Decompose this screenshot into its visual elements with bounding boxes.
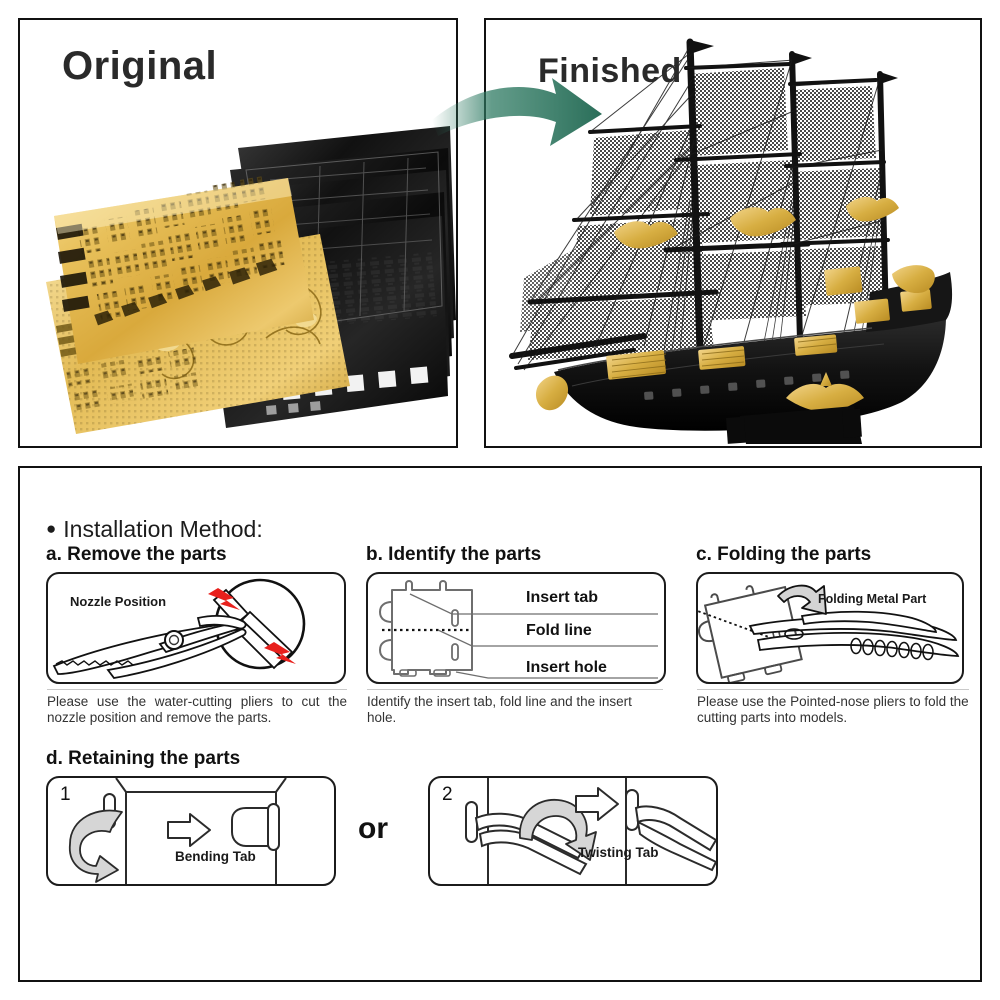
bending-tab-label: Bending Tab xyxy=(175,849,256,864)
pirate-ship-photo xyxy=(486,20,980,446)
pointed-nose-pliers-diagram xyxy=(698,584,960,682)
folding-metal-part-label: Folding Metal Part xyxy=(818,592,927,606)
or-separator: or xyxy=(358,812,388,845)
caption-divider-c xyxy=(697,689,969,690)
figure-identify-parts xyxy=(366,572,666,684)
panel-finished-title: Finished xyxy=(538,52,682,90)
panel-original: Original xyxy=(18,18,458,448)
twisting-tab-diagram xyxy=(465,778,716,884)
twist-rotation-arrow-icon xyxy=(519,799,597,861)
panel-instructions xyxy=(18,466,982,982)
panel-finished: Finished xyxy=(484,18,982,448)
curved-arrow-icon xyxy=(432,78,602,146)
caption-identify-parts: Identify the insert tab, fold line and t… xyxy=(367,694,632,726)
installation-method-label: Installation Method: xyxy=(63,516,263,542)
step-a-title: a. Remove the parts xyxy=(46,544,227,565)
metal-sheets-photo xyxy=(20,20,456,446)
insert-hole-label: Insert hole xyxy=(526,659,607,676)
bend-rotation-arrow-icon xyxy=(68,809,123,883)
transition-arrow-icon xyxy=(575,787,619,821)
caption-divider-b xyxy=(367,689,663,690)
part-identification-diagram xyxy=(378,580,658,679)
step-c-title: c. Folding the parts xyxy=(696,544,872,565)
fold-arrow-icon xyxy=(777,584,827,615)
figure-bending-tab xyxy=(46,776,336,886)
panel-original-title: Original xyxy=(62,44,218,88)
insert-tab-label: Insert tab xyxy=(526,589,599,606)
caption-remove-parts: Please use the water-cutting pliers to c… xyxy=(47,694,347,726)
step-b-title: b. Identify the parts xyxy=(366,544,542,565)
figure-folding-parts xyxy=(696,572,964,684)
installation-method-heading: ● Installation Method: xyxy=(46,516,263,543)
transition-arrow-icon xyxy=(167,813,211,847)
water-cutting-pliers-diagram xyxy=(52,578,306,679)
bullet-icon: ● xyxy=(46,519,57,538)
caption-divider-a xyxy=(47,689,347,690)
figure-remove-parts xyxy=(46,572,346,684)
step-d-title: d. Retaining the parts xyxy=(46,748,241,769)
nozzle-position-label: Nozzle Position xyxy=(70,594,167,609)
option-2-number: 2 xyxy=(442,784,453,805)
figure-twisting-tab xyxy=(428,776,718,886)
fold-line-label: Fold line xyxy=(526,622,592,639)
option-1-number: 1 xyxy=(60,784,71,805)
cut-spark-icon xyxy=(208,588,296,664)
bending-tab-diagram xyxy=(68,778,287,884)
caption-folding-parts: Please use the Pointed-nose pliers to fo… xyxy=(697,694,969,726)
twisting-tab-label: Twisting Tab xyxy=(578,845,659,860)
